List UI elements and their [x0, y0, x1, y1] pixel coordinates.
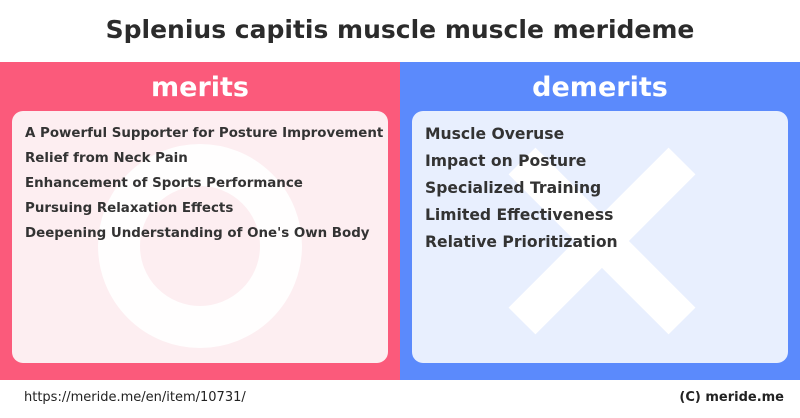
page-title: Splenius capitis muscle muscle merideme	[105, 15, 695, 44]
demerit-item: Relative Prioritization	[425, 233, 618, 251]
merits-card: A Powerful Supporter for Posture Improve…	[12, 111, 388, 363]
merit-item: Enhancement of Sports Performance	[25, 176, 303, 191]
demerit-item: Specialized Training	[425, 179, 602, 197]
merit-item: Relief from Neck Pain	[25, 151, 188, 166]
merit-item: A Powerful Supporter for Posture Improve…	[25, 126, 384, 141]
demerits-heading: demerits	[532, 72, 668, 103]
source-url[interactable]: https://meride.me/en/item/10731/	[24, 390, 246, 405]
demerit-item: Limited Effectiveness	[425, 206, 614, 224]
merit-item: Deepening Understanding of One's Own Bod…	[25, 226, 370, 241]
merit-item: Pursuing Relaxation Effects	[25, 201, 234, 216]
copyright: (C) meride.me	[679, 390, 784, 405]
merits-heading: merits	[151, 72, 249, 103]
demerits-list: Muscle Overuse Impact on Posture Special…	[425, 123, 618, 258]
demerits-panel: demerits Muscle Overuse Impact on Postur…	[400, 62, 800, 380]
demerit-item: Impact on Posture	[425, 152, 587, 170]
demerit-item: Muscle Overuse	[425, 125, 565, 143]
merits-panel: merits A Powerful Supporter for Posture …	[0, 62, 400, 380]
demerits-card: Muscle Overuse Impact on Posture Special…	[412, 111, 788, 363]
merits-list: A Powerful Supporter for Posture Improve…	[25, 123, 383, 248]
